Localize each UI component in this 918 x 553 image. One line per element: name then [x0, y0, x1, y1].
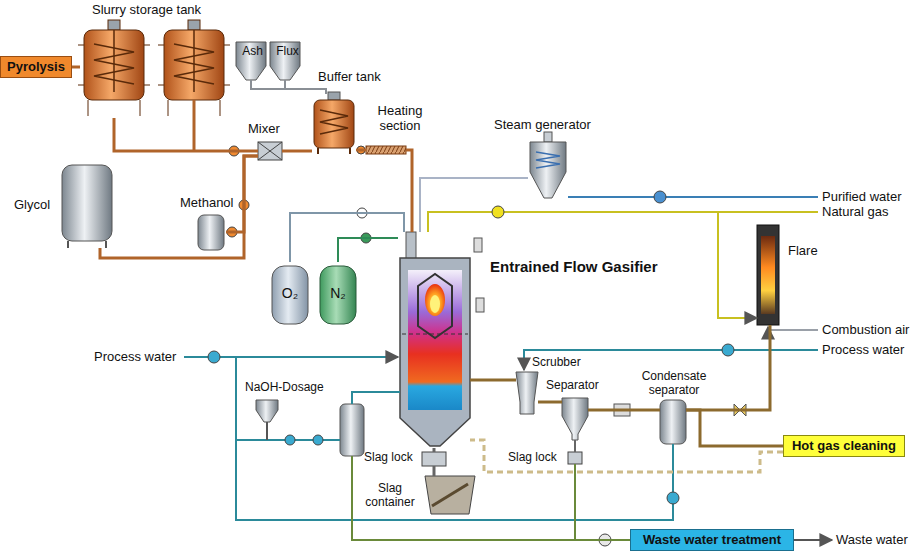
steam-generator: Steam generator	[528, 140, 568, 200]
node-label: Condensate separator	[626, 370, 722, 398]
pipe-connector	[100, 156, 258, 258]
stream-label: Process water	[94, 350, 176, 364]
node-label: Steam generator	[494, 118, 591, 133]
node-label: Mixer	[248, 122, 280, 137]
pyrolysis-box: Pyrolysis	[0, 56, 72, 78]
hot-gas-cleaning-box: Hot gas cleaning	[783, 435, 905, 457]
gasifier: Entrained Flow Gasifier	[398, 232, 470, 448]
pipe-connector	[251, 80, 326, 94]
node-label: Entrained Flow Gasifier	[490, 258, 658, 275]
pipe-connector	[575, 464, 630, 540]
pipe-connector	[686, 325, 770, 410]
pipe-connector	[686, 410, 783, 446]
stream-label: Purified water	[822, 190, 901, 204]
mixer: Mixer	[258, 142, 282, 160]
node-label: Separator	[546, 379, 599, 393]
stream-label: Waste water	[836, 533, 908, 547]
node-label: Flux	[276, 45, 299, 59]
stream-label: Natural gas	[822, 205, 888, 219]
pipe-connector	[433, 448, 436, 452]
flux-hopper: Flux	[270, 42, 305, 80]
node-label: Heating section	[370, 104, 430, 134]
pipe-connector	[574, 440, 576, 452]
slag-lock: Slag lock	[422, 452, 446, 466]
stream-label: Process water	[822, 343, 904, 357]
glycol-tank: Glycol	[62, 160, 112, 248]
pipe-connector	[433, 466, 436, 476]
condensate-separator: Condensate separator	[660, 400, 686, 444]
pipe-connector	[356, 149, 366, 152]
pipe-connector	[72, 66, 80, 69]
pipe-connector	[282, 150, 312, 153]
node-label: Slurry storage tank	[92, 3, 201, 18]
oxygen-tank: O₂	[270, 262, 310, 324]
buffer-tank: Buffer tank	[312, 94, 356, 154]
pipe-connector	[470, 440, 783, 472]
slag-lock: Slag lock	[568, 452, 582, 464]
node-label: Hot gas cleaning	[792, 439, 896, 454]
node-label: N₂	[330, 285, 346, 301]
pipe-connector	[114, 118, 258, 151]
node-label: Slag lock	[508, 451, 557, 465]
node-label: Scrubber	[532, 356, 581, 370]
pipe-connector	[226, 156, 258, 232]
node-label: Glycol	[14, 198, 50, 213]
node-label: Pyrolysis	[7, 60, 65, 75]
slurry-tank: Slurry storage tank	[80, 22, 228, 118]
pipe-connector	[538, 401, 562, 404]
heating-section: Heating section	[366, 146, 406, 154]
pipe-connector	[470, 379, 516, 382]
node-label: Buffer tank	[318, 70, 381, 85]
scrubber: Scrubber	[516, 372, 538, 414]
ash-hopper: Ash	[236, 42, 269, 80]
node-label: O₂	[282, 285, 298, 301]
pipe-connector	[406, 150, 412, 232]
slag-container: Slag container	[425, 476, 475, 514]
methanol-tank: Methanol	[196, 212, 226, 252]
node-label: NaOH-Dosage	[245, 381, 324, 395]
pipe-connector	[338, 238, 398, 262]
stream-label: Combustion air	[822, 323, 909, 337]
pipe-connector	[420, 178, 528, 232]
node-label: Flare	[788, 244, 818, 259]
node-label: Slag lock	[364, 451, 413, 465]
node-label: Slag container	[360, 482, 420, 510]
nitrogen-tank: N₂	[318, 262, 358, 324]
node-label: Ash	[242, 45, 263, 59]
pipe-connector	[588, 409, 660, 412]
waste-water-treatment-box: Waste water treatment	[630, 529, 794, 551]
node-label: Waste water treatment	[643, 533, 781, 548]
node-label: Methanol	[180, 196, 233, 211]
flare: Flare	[757, 225, 779, 325]
naoh-dosage: NaOH-Dosage	[256, 400, 278, 422]
separator: Separator	[562, 398, 588, 440]
pipe-connector	[290, 213, 404, 262]
